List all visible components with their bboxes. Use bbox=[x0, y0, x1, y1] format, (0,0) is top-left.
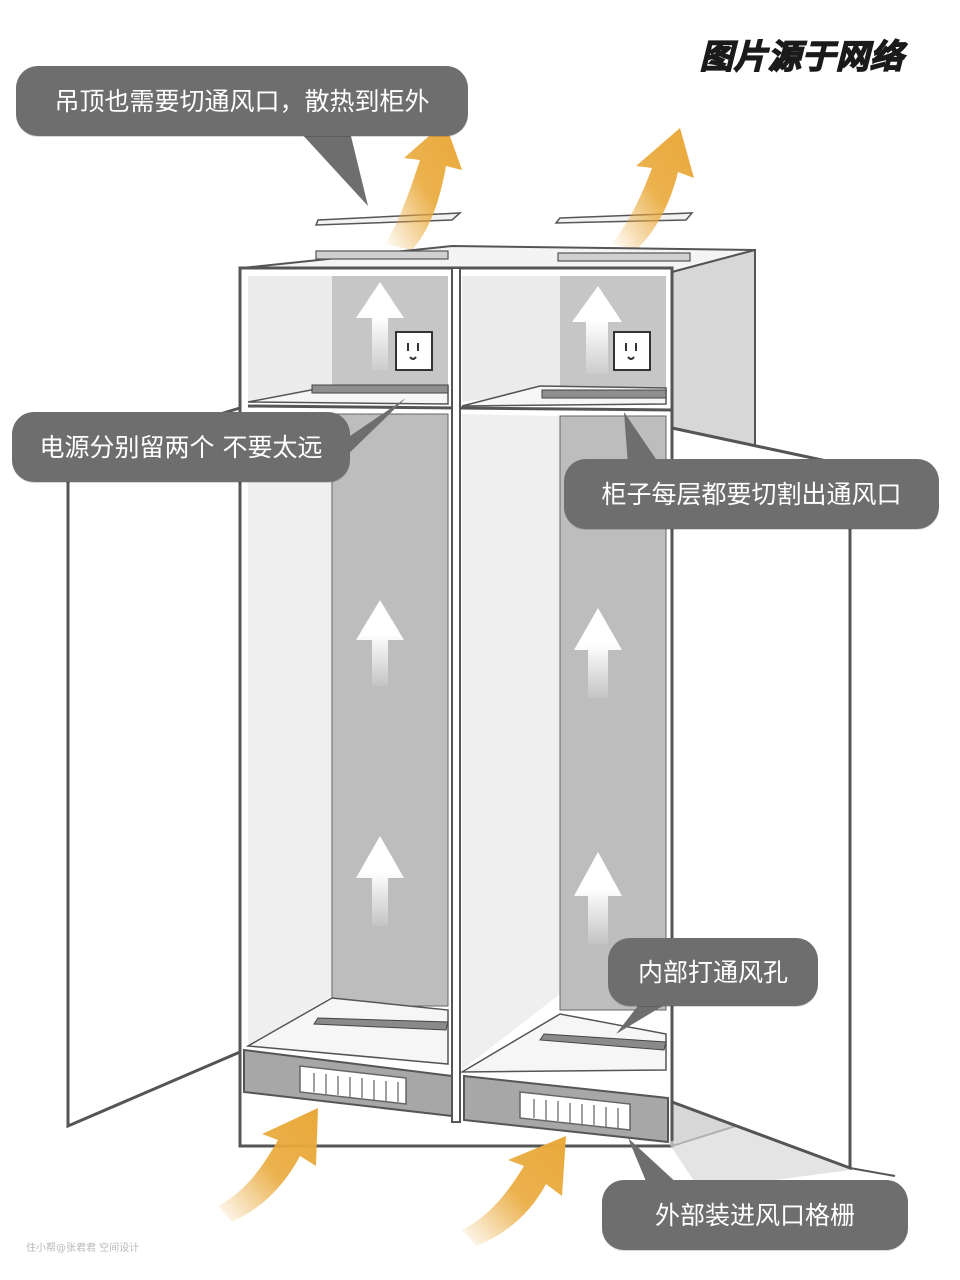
power-outlet-icon bbox=[395, 331, 433, 371]
up-arrow-icon bbox=[572, 286, 622, 374]
power-outlet-icon bbox=[613, 331, 651, 371]
callout-shelf-vents: 柜子每层都要切割出通风口 bbox=[564, 459, 939, 529]
callout-text: 电源分别留两个 不要太远 bbox=[39, 432, 323, 462]
left-open-door bbox=[66, 405, 242, 1129]
up-arrow-icon bbox=[356, 836, 404, 926]
airflow-arrow-icon bbox=[612, 128, 694, 250]
up-arrow-icon bbox=[356, 282, 404, 370]
lower-left-inner-side bbox=[248, 412, 332, 1046]
vent-grille-icon bbox=[299, 1065, 407, 1105]
shelf-vent-left bbox=[311, 384, 449, 394]
top-vent-right bbox=[557, 252, 691, 262]
callout-pointer bbox=[616, 998, 676, 1034]
airflow-arrow-icon bbox=[462, 1136, 566, 1246]
lower-right-inner-side bbox=[462, 414, 560, 1070]
bottom-floor-left bbox=[245, 997, 449, 1065]
up-arrow-icon bbox=[574, 852, 622, 944]
watermark: 住小帮@张君君 空间设计 bbox=[26, 1243, 140, 1254]
middle-divider bbox=[451, 267, 461, 1123]
callout-text: 外部装进风口格栅 bbox=[654, 1200, 855, 1230]
up-arrow-icon bbox=[574, 608, 622, 698]
callout-outer-grille: 外部装进风口格栅 bbox=[602, 1180, 908, 1250]
callout-pointer bbox=[624, 412, 660, 465]
callout-inner-holes: 内部打通风孔 bbox=[608, 938, 818, 1006]
callout-text: 柜子每层都要切割出通风口 bbox=[601, 479, 902, 509]
up-arrow-icon bbox=[356, 600, 404, 686]
top-vent-left bbox=[315, 250, 449, 260]
floor-vent-right bbox=[539, 1033, 667, 1051]
right-open-door bbox=[670, 426, 852, 1171]
ceiling-vent-right bbox=[554, 212, 694, 224]
callout-pointer bbox=[628, 1138, 680, 1186]
source-tag: 图片源于网络 bbox=[699, 36, 904, 77]
callout-pointer bbox=[300, 132, 368, 206]
bottom-floor-right bbox=[459, 1013, 667, 1073]
lower-left-back bbox=[331, 413, 449, 1007]
floor-vent-left bbox=[313, 1017, 449, 1031]
airflow-arrow-icon bbox=[385, 122, 462, 250]
upper-right-inner-side bbox=[462, 276, 560, 402]
shelf-vent-right bbox=[541, 389, 667, 399]
callout-text: 吊顶也需要切通风口，散热到柜外 bbox=[54, 86, 430, 116]
callout-text: 内部打通风孔 bbox=[637, 957, 788, 987]
airflow-arrow-icon bbox=[218, 1108, 318, 1222]
vent-grille-icon bbox=[519, 1091, 631, 1131]
ceiling-vent-left bbox=[314, 212, 463, 226]
upper-left-inner-side bbox=[248, 276, 332, 402]
callout-ceiling-vent: 吊顶也需要切通风口，散热到柜外 bbox=[16, 66, 468, 136]
callout-power-outlets: 电源分别留两个 不要太远 bbox=[12, 412, 350, 482]
